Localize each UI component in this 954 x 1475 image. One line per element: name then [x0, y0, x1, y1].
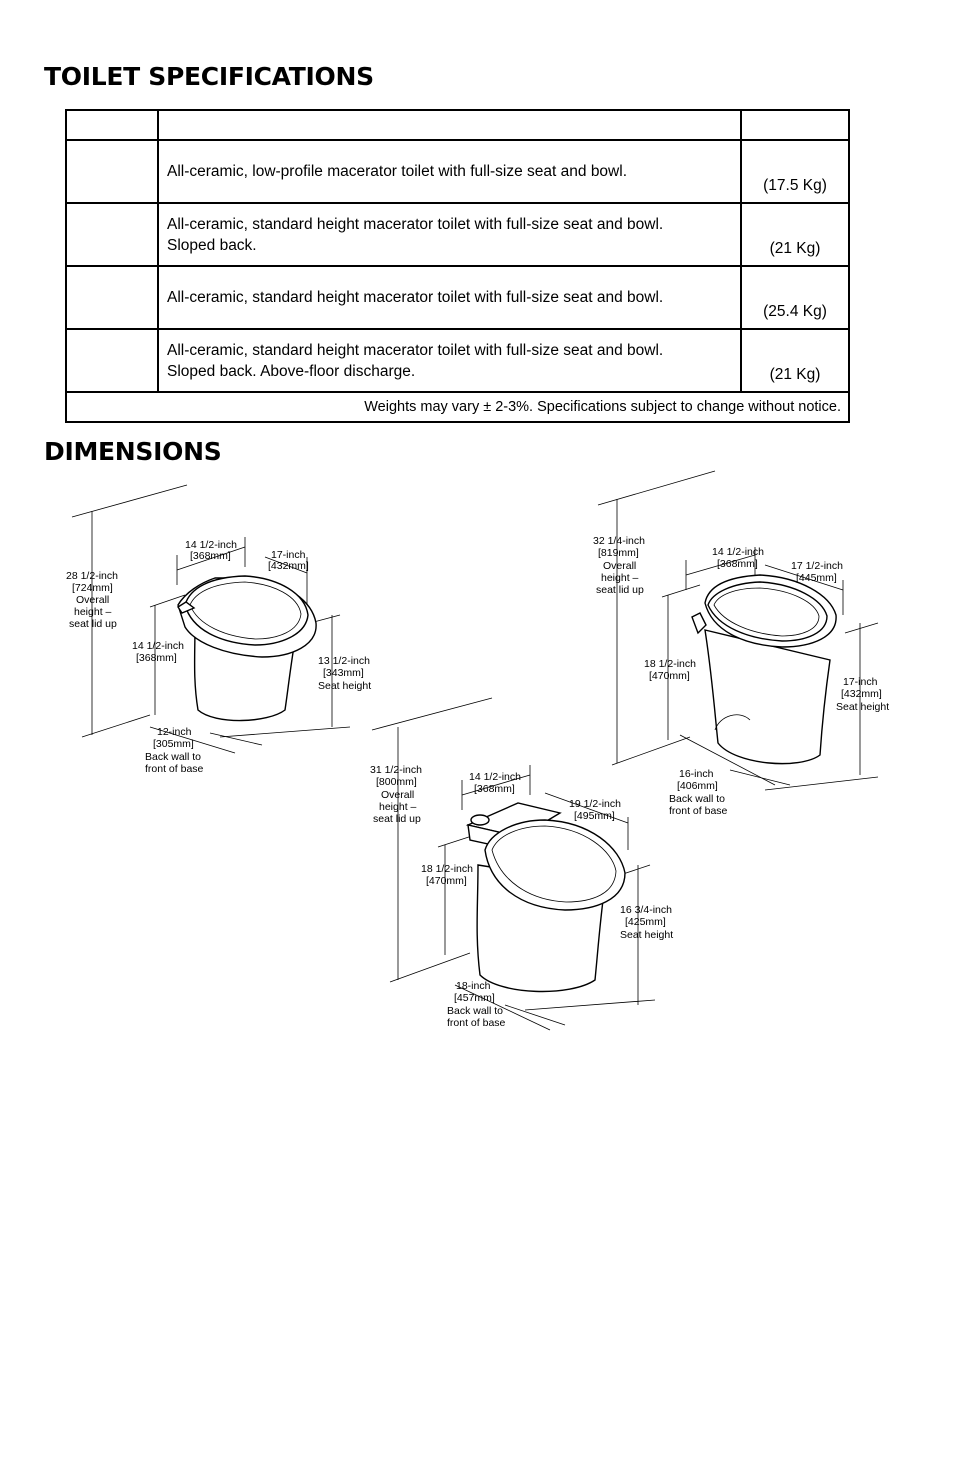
right-bowl-length-label: 17 1/2-inch[445mm] — [791, 560, 843, 584]
specifications-table: All-ceramic, low-profile macerator toile… — [65, 109, 850, 423]
description-cell: All-ceramic, standard height macerator t… — [157, 202, 742, 267]
table-row: All-ceramic, low-profile macerator toile… — [65, 139, 850, 204]
table-row: All-ceramic, standard height macerator t… — [65, 328, 850, 393]
model-cell — [65, 139, 159, 204]
left-seat-height-label: 13 1/2-inch[343mm]Seat height — [318, 655, 371, 692]
toilet-left-drawing — [71, 484, 351, 754]
table-header-row — [65, 109, 850, 141]
dimensions-heading: DIMENSIONS — [44, 437, 222, 466]
weight-cell: (17.5 Kg) — [740, 139, 850, 204]
table-row: All-ceramic, standard height macerator t… — [65, 202, 850, 267]
header-description — [157, 109, 742, 141]
model-cell — [65, 202, 159, 267]
description-line: All-ceramic, standard height macerator t… — [167, 215, 664, 233]
middle-seat-height-label: 16 3/4-inch[425mm]Seat height — [620, 904, 673, 941]
left-bowl-length-label: 17-inch[432mm] — [268, 549, 309, 572]
description-line: All-ceramic, standard height macerator t… — [167, 289, 664, 306]
table-row: All-ceramic, standard height macerator t… — [65, 265, 850, 330]
left-width-label: 14 1/2-inch[368mm] — [185, 539, 237, 562]
model-cell — [65, 328, 159, 393]
description-cell: All-ceramic, standard height macerator t… — [157, 328, 742, 393]
description-line: Sloped back. Above-floor discharge. — [167, 362, 416, 380]
weight-cell: (21 Kg) — [740, 202, 850, 267]
right-width-label: 14 1/2-inch[368mm] — [712, 546, 764, 570]
middle-width-label: 14 1/2-inch[368mm] — [469, 771, 521, 795]
model-cell — [65, 265, 159, 330]
description-cell: All-ceramic, standard height macerator t… — [157, 265, 742, 330]
description-line: All-ceramic, standard height macerator t… — [167, 341, 664, 359]
table-note-row: Weights may vary ± 2-3%. Specifications … — [65, 391, 850, 423]
toilet-middle-drawing — [371, 697, 656, 1031]
left-rear-height-label: 14 1/2-inch[368mm] — [132, 640, 184, 664]
weight-cell: (21 Kg) — [740, 328, 850, 393]
specifications-heading: TOILET SPECIFICATIONS — [44, 62, 374, 91]
description-line: All-ceramic, low-profile macerator toile… — [167, 163, 627, 180]
middle-rear-height-label: 18 1/2-inch[470mm] — [421, 863, 473, 887]
description-line: Sloped back. — [167, 236, 257, 254]
right-seat-height-label: 17-inch[432mm]Seat height — [836, 676, 889, 713]
toilet-right-drawing — [597, 470, 879, 791]
description-cell: All-ceramic, low-profile macerator toile… — [157, 139, 742, 204]
middle-bowl-length-label: 19 1/2-inch[495mm] — [569, 798, 621, 822]
table-note: Weights may vary ± 2-3%. Specifications … — [65, 391, 850, 423]
right-rear-height-label: 18 1/2-inch[470mm] — [644, 658, 696, 682]
header-weight — [740, 109, 850, 141]
header-model — [65, 109, 159, 141]
weight-cell: (25.4 Kg) — [740, 265, 850, 330]
